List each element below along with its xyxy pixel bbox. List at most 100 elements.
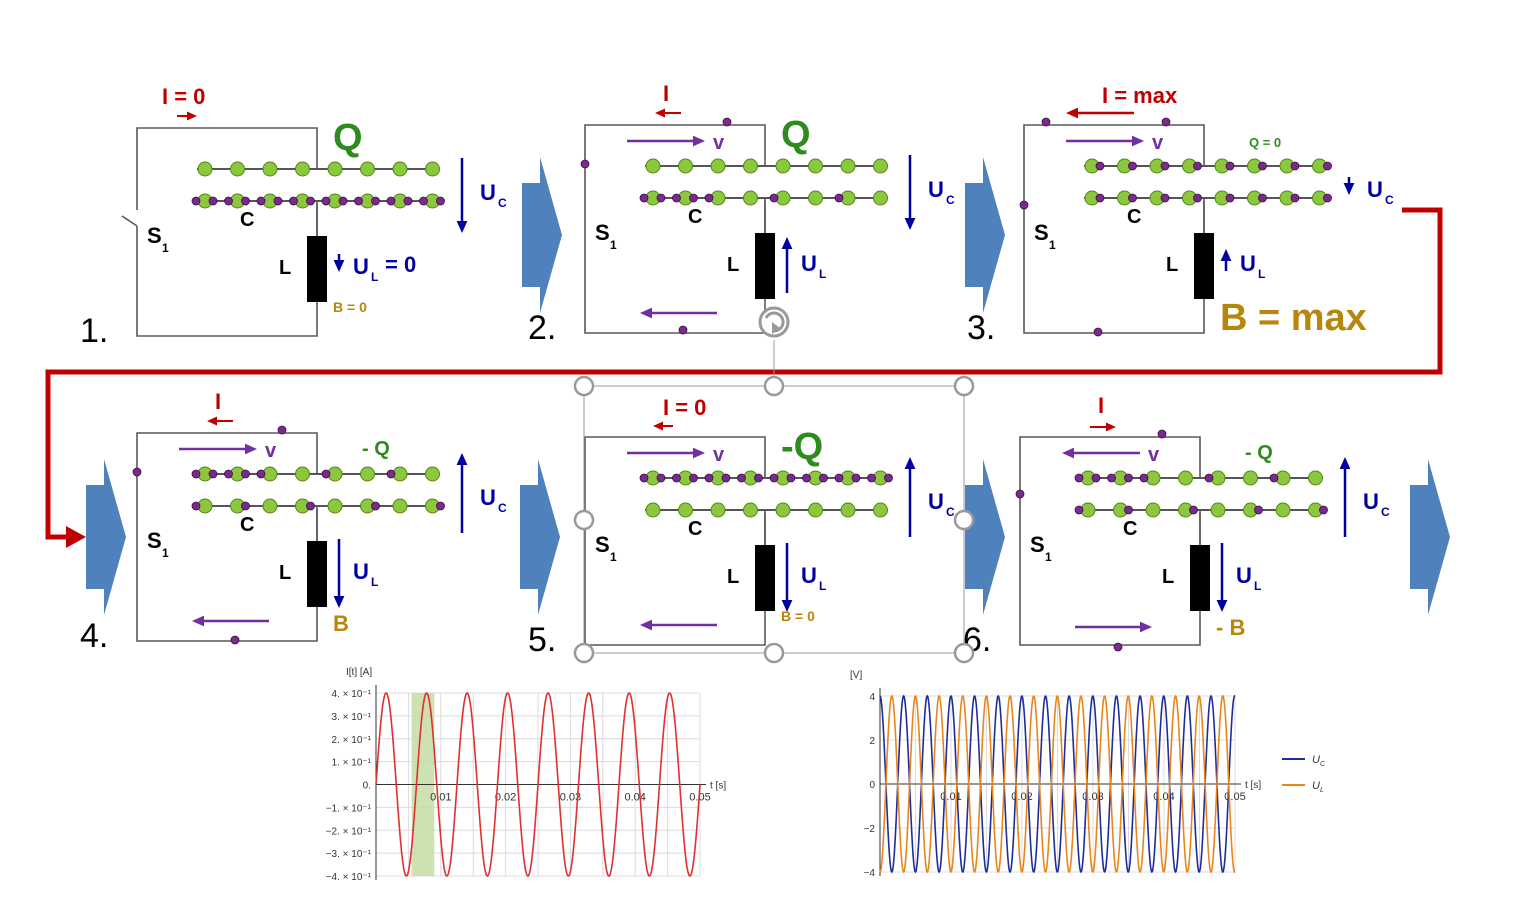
electron (277, 425, 287, 435)
arrow-head (693, 447, 705, 459)
arrow-head (333, 596, 345, 608)
y-tick-label: 4. × 10⁻¹ (332, 689, 372, 700)
electron (241, 501, 250, 511)
ion (710, 158, 726, 174)
electron (672, 193, 681, 203)
electron (1204, 473, 1214, 483)
flow-arrow-1-2 (522, 157, 562, 313)
electron (436, 196, 445, 206)
uc-sub: C (498, 196, 507, 210)
electron (704, 473, 714, 483)
electron-velocity-arrow (1066, 135, 1144, 147)
resize-handle[interactable] (573, 375, 595, 397)
ion (1145, 502, 1161, 518)
selection-box[interactable] (583, 385, 965, 654)
electron (1225, 161, 1235, 171)
electron-flow-arrow (1075, 621, 1152, 633)
electron (884, 473, 893, 483)
legend-label: U (1312, 780, 1320, 792)
ul-sub: L (819, 579, 826, 593)
electron (1160, 161, 1170, 171)
arrow-head (1339, 457, 1351, 469)
switch-sub: 1 (1045, 550, 1052, 564)
ion (808, 158, 823, 174)
electron (371, 501, 380, 511)
electron (436, 501, 445, 511)
arrow-head (653, 421, 663, 431)
charge-label: -Q (781, 426, 823, 468)
electron (386, 469, 396, 479)
current-arrow (1090, 422, 1116, 432)
current-arrow (653, 421, 673, 431)
electron-velocity-arrow (627, 135, 705, 147)
y-tick-label: −1. × 10⁻¹ (326, 803, 372, 814)
y-tick-label: −4 (864, 868, 876, 879)
electron (802, 473, 811, 483)
electron (1161, 117, 1171, 127)
ul-label: U (353, 254, 369, 279)
resize-handle[interactable] (573, 509, 595, 531)
ul-label: U (1236, 563, 1252, 588)
uc-label: U (480, 485, 496, 510)
charge-label: Q (781, 114, 811, 156)
ion (645, 502, 661, 518)
electron (241, 196, 250, 206)
uc-arrow (456, 158, 468, 233)
resize-handle[interactable] (953, 375, 975, 397)
ion (645, 158, 661, 174)
y-tick-label: 2 (869, 736, 875, 747)
inductor-coil (1190, 545, 1210, 611)
ion (840, 158, 856, 174)
inductor-label: L (279, 562, 291, 584)
velocity-label: v (1148, 444, 1160, 466)
electron (639, 473, 649, 483)
y-tick-label: −2. × 10⁻¹ (326, 826, 372, 837)
legend-label: U (1312, 754, 1320, 766)
y-axis-label: [V] (850, 670, 862, 681)
ul-arrow (1220, 249, 1232, 271)
resize-handle[interactable] (573, 642, 595, 664)
electron (273, 196, 283, 206)
uc-arrow (904, 155, 916, 230)
transition-arrowhead (66, 526, 86, 548)
electron (191, 469, 201, 479)
current-label: I (215, 389, 221, 414)
electron (1254, 505, 1263, 515)
ul-sub: L (1254, 579, 1261, 593)
arrow-head (207, 416, 217, 426)
electron (656, 473, 666, 483)
arrow-head (781, 237, 793, 249)
y-tick-label: 1. × 10⁻¹ (332, 758, 372, 769)
selection-handles[interactable] (573, 306, 975, 664)
current-label: I = 0 (162, 84, 205, 109)
rotate-handle-icon[interactable] (758, 306, 790, 338)
resize-handle[interactable] (953, 642, 975, 664)
electron (1290, 193, 1300, 203)
panel-number: 2. (528, 309, 556, 347)
switch-sub: 1 (610, 238, 617, 252)
resize-handle[interactable] (763, 642, 785, 664)
ul-sub: L (371, 575, 378, 589)
electron (1124, 473, 1133, 483)
electron (1015, 489, 1025, 499)
resize-handle[interactable] (953, 509, 975, 531)
flow-arrow-2-3 (965, 157, 1005, 313)
ion (360, 466, 375, 482)
arrow-head (1220, 249, 1232, 261)
ul-arrow (1216, 543, 1228, 612)
electron (1323, 161, 1332, 171)
ion (678, 502, 693, 518)
electron (338, 196, 348, 206)
current-arrow (177, 111, 197, 121)
electron (678, 325, 688, 335)
velocity-label: v (265, 440, 277, 462)
resize-handle[interactable] (763, 375, 785, 397)
ion (873, 190, 888, 206)
ion (392, 161, 408, 177)
magnetic-field-label: - B (1216, 615, 1245, 640)
